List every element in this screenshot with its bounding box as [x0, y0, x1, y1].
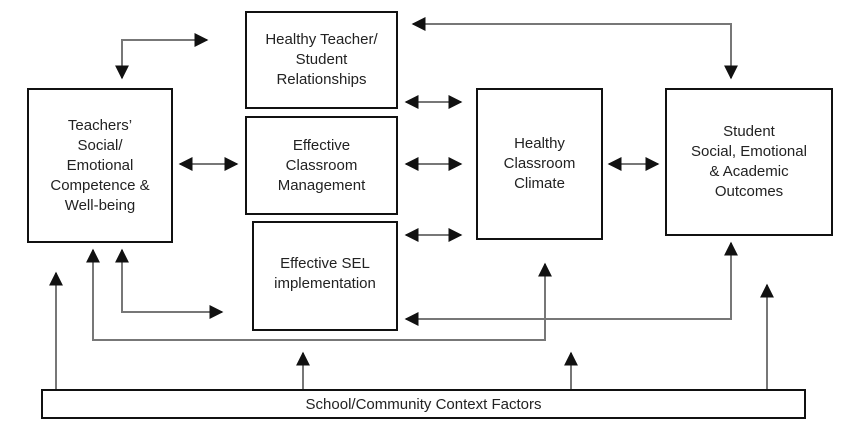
- context-factors-bar: School/Community Context Factors: [41, 389, 806, 419]
- relationships-box: Healthy Teacher/ Student Relationships: [245, 11, 398, 109]
- classroom-management-box: Effective Classroom Management: [245, 116, 398, 215]
- student-outcomes-box: Student Social, Emotional & Academic Out…: [665, 88, 833, 236]
- teachers-competence-label: Teachers’ Social/ Emotional Competence &…: [50, 116, 150, 214]
- context-factors-label: School/Community Context Factors: [305, 395, 542, 413]
- arrow-outcomes-sel: [404, 241, 738, 326]
- arrow-teachers-sel: [115, 248, 224, 319]
- arrow-relationships-outcomes: [411, 17, 738, 80]
- sel-implementation-label: Effective SEL implementation: [274, 255, 376, 292]
- arrow-teachers-relationships: [115, 33, 209, 80]
- classroom-climate-label: Healthy Classroom Climate: [503, 135, 576, 192]
- student-outcomes-label: Student Social, Emotional & Academic Out…: [691, 123, 807, 200]
- classroom-climate-box: Healthy Classroom Climate: [476, 88, 603, 240]
- sel-implementation-box: Effective SEL implementation: [252, 221, 398, 331]
- teachers-competence-box: Teachers’ Social/ Emotional Competence &…: [27, 88, 173, 243]
- relationships-label: Healthy Teacher/ Student Relationships: [265, 31, 378, 88]
- classroom-management-label: Effective Classroom Management: [277, 136, 366, 194]
